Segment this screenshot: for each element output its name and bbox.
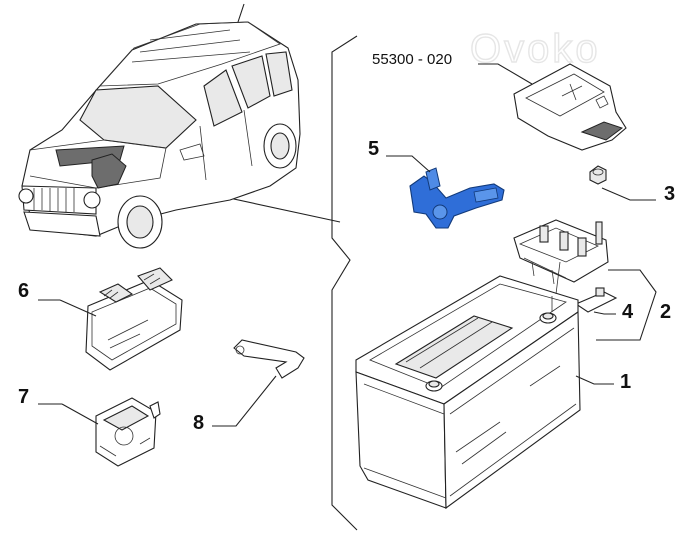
panel-divider: [331, 35, 358, 531]
callout-5: 5: [368, 138, 379, 160]
callout-6: 6: [18, 280, 29, 302]
vehicle-illustration: [18, 3, 301, 249]
leader-4: [593, 311, 616, 315]
part-3-nut: [589, 165, 607, 185]
part-1-battery: [355, 261, 581, 510]
part-8-bracket: [233, 339, 305, 379]
callout-1: 1: [620, 371, 631, 393]
leader-2-bracket: [596, 269, 657, 341]
leader-5: [386, 155, 431, 173]
callout-4: 4: [622, 301, 634, 323]
part-5-terminal-clamp-highlighted: [409, 167, 505, 229]
part-number-leader: [478, 63, 533, 85]
callout-8: 8: [193, 412, 204, 434]
leader-8: [212, 375, 277, 427]
leader-1: [575, 375, 614, 385]
leader-3: [601, 187, 656, 201]
part-2-fuse-block: [513, 219, 609, 285]
part-number-label: 55300 - 020: [372, 51, 452, 68]
callout-2: 2: [660, 301, 671, 323]
part-7-sensor-module: [95, 397, 161, 467]
battery-location-marker: [91, 153, 127, 189]
terminal-cover: [513, 63, 627, 151]
callout-3: 3: [664, 183, 675, 205]
part-6-control-module: [85, 267, 183, 371]
part-4-clip: [574, 287, 618, 313]
callout-7: 7: [18, 386, 29, 408]
